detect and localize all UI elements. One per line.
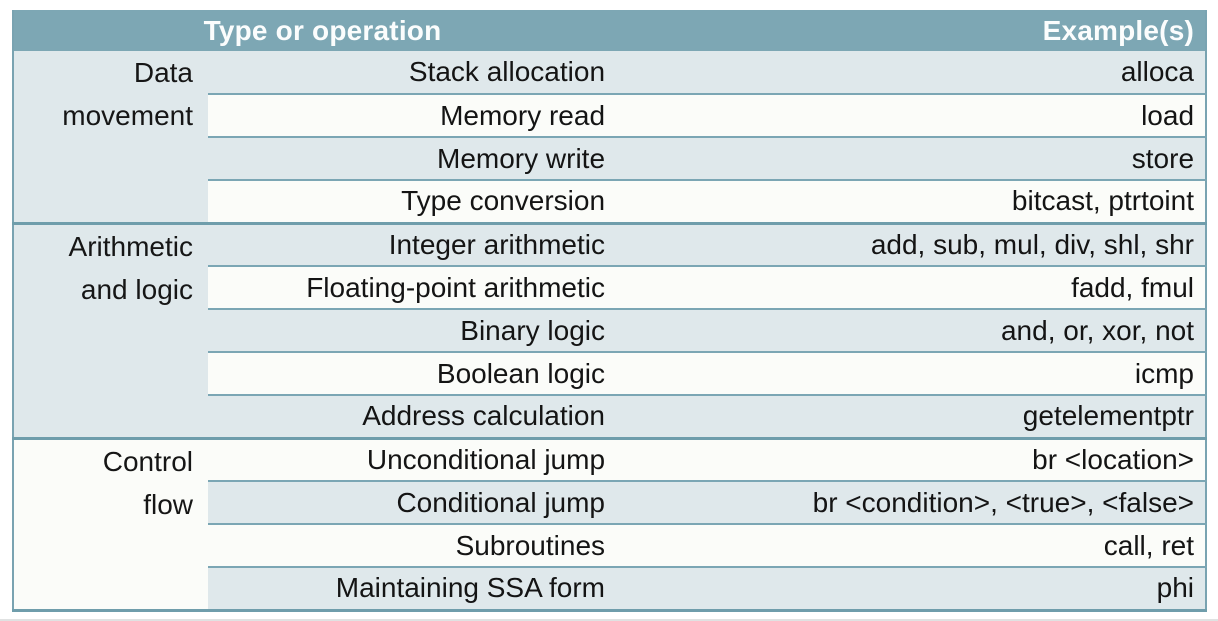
operation-cell: Boolean logic (208, 351, 632, 395)
operation-cell: Memory read (208, 93, 632, 137)
examples-cell: call, ret (631, 523, 1207, 567)
table-row: Type conversion bitcast, ptrtoint (13, 179, 1207, 223)
operation-cell: Floating-point arithmetic (208, 265, 632, 309)
group-cell-control-flow: Control flow (13, 436, 208, 610)
group-cell-arithmetic-and-logic: Arithmetic and logic (13, 221, 208, 438)
operation-cell: Memory write (208, 136, 632, 180)
examples-cell: bitcast, ptrtoint (631, 179, 1207, 223)
header-type-or-operation: Type or operation (13, 10, 632, 51)
examples-cell: getelementptr (631, 394, 1207, 438)
operation-cell: Unconditional jump (208, 436, 632, 481)
examples-cell: br <condition>, <true>, <false> (631, 480, 1207, 524)
table-row: Maintaining SSA form phi (13, 566, 1207, 610)
table-row: Binary logic and, or, xor, not (13, 308, 1207, 352)
operation-cell: Subroutines (208, 523, 632, 567)
table-row: Address calculation getelementptr (13, 394, 1207, 438)
instruction-table: Type or operation Example(s) Data moveme… (12, 10, 1208, 612)
table-row: Subroutines call, ret (13, 523, 1207, 567)
operation-cell: Conditional jump (208, 480, 632, 524)
examples-cell: and, or, xor, not (631, 308, 1207, 352)
table-row: Memory write store (13, 136, 1207, 180)
examples-cell: add, sub, mul, div, shl, shr (631, 221, 1207, 266)
operation-cell: Type conversion (208, 179, 632, 223)
group-cell-data-movement: Data movement (13, 51, 208, 223)
operation-cell: Address calculation (208, 394, 632, 438)
group-label-line: flow (143, 488, 193, 520)
examples-cell: br <location> (631, 436, 1207, 481)
table-header-row: Type or operation Example(s) (13, 10, 1207, 51)
table-row: Conditional jump br <condition>, <true>,… (13, 480, 1207, 524)
group-label-line: Arithmetic (68, 230, 193, 262)
table-row: Floating-point arithmetic fadd, fmul (13, 265, 1207, 309)
group-label-line: movement (62, 100, 193, 131)
group-label-line: Control (102, 445, 193, 477)
group-label-line: and logic (80, 273, 193, 305)
table-row: Memory read load (13, 93, 1207, 137)
table-row: Data movement Stack allocation alloca (13, 51, 1207, 223)
examples-cell: phi (631, 566, 1207, 610)
examples-cell: icmp (631, 351, 1207, 395)
examples-cell: store (631, 136, 1207, 180)
header-examples: Example(s) (631, 10, 1207, 51)
page-bottom-edge (0, 619, 1218, 621)
table-row: Arithmetic and logic Integer arithmetic … (13, 221, 1207, 438)
examples-cell: fadd, fmul (631, 265, 1207, 309)
table-row: Control flow Unconditional jump br <loca… (13, 436, 1207, 610)
examples-cell: alloca (1120, 56, 1195, 87)
operation-cell: Binary logic (208, 308, 632, 352)
operation-cell: Maintaining SSA form (208, 566, 632, 610)
examples-cell: load (631, 93, 1207, 137)
operation-cell: Integer arithmetic (208, 221, 632, 266)
table-row: Boolean logic icmp (13, 351, 1207, 395)
group-label-line: Data (133, 57, 193, 88)
operation-cell: Stack allocation (408, 56, 606, 87)
